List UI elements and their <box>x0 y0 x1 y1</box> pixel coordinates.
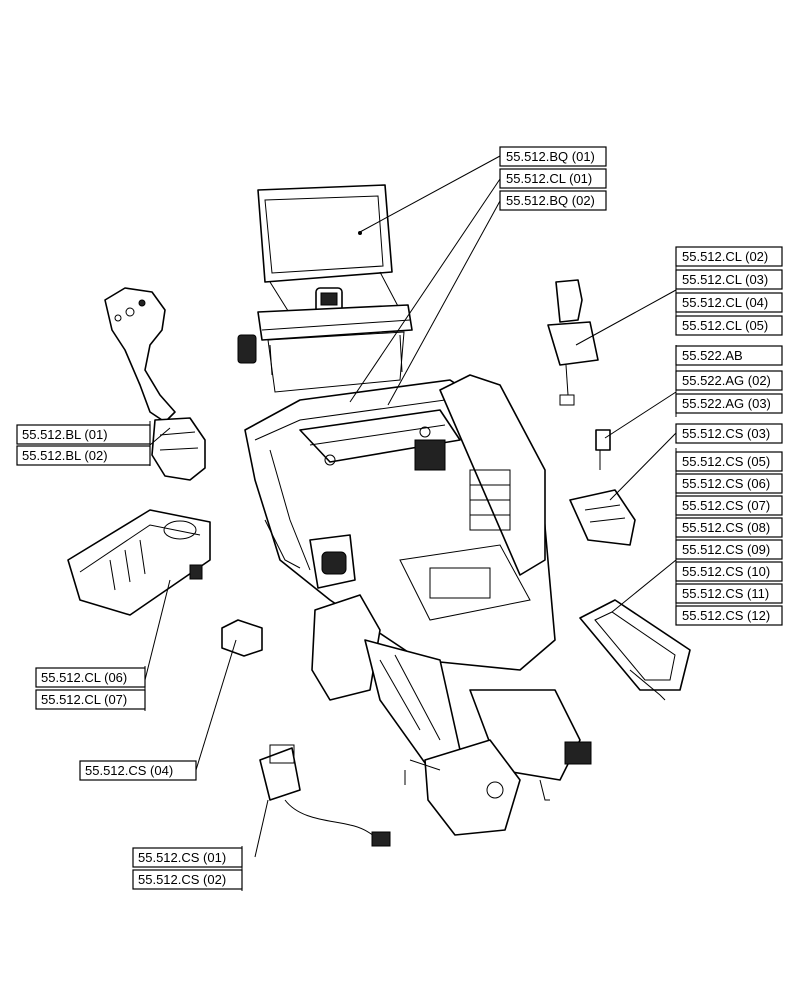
ref-55-512-cs-07[interactable]: 55.512.CS (07) <box>675 495 783 516</box>
ref-55-512-cs-12[interactable]: 55.512.CS (12) <box>675 605 783 626</box>
display-monitor <box>257 184 401 331</box>
svg-text:55.512.CS (03): 55.512.CS (03) <box>682 426 770 441</box>
svg-text:55.512.CS (10): 55.512.CS (10) <box>682 564 770 579</box>
ref-55-512-cl-02[interactable]: 55.512.CL (02) <box>675 246 783 267</box>
svg-text:55.512.CL (06): 55.512.CL (06) <box>41 670 127 685</box>
ref-55-512-cl-01[interactable]: 55.512.CL (01) <box>499 168 607 189</box>
svg-text:55.512.CL (05): 55.512.CL (05) <box>682 318 768 333</box>
svg-text:55.512.CS (04): 55.512.CS (04) <box>85 763 173 778</box>
svg-text:55.512.CS (07): 55.512.CS (07) <box>682 498 770 513</box>
ref-55-512-cs-11[interactable]: 55.512.CS (11) <box>675 583 783 604</box>
svg-text:55.512.CS (02): 55.512.CS (02) <box>138 872 226 887</box>
ref-55-522-ag-03[interactable]: 55.522.AG (03) <box>675 393 783 414</box>
ref-55-512-cs-09[interactable]: 55.512.CS (09) <box>675 539 783 560</box>
svg-text:55.512.CS (09): 55.512.CS (09) <box>682 542 770 557</box>
ref-55-512-cs-02[interactable]: 55.512.CS (02) <box>132 869 243 890</box>
svg-text:55.512.BL (02): 55.512.BL (02) <box>22 448 108 463</box>
control-pad <box>569 489 636 546</box>
ref-55-512-cs-06[interactable]: 55.512.CS (06) <box>675 473 783 494</box>
ref-55-522-ag-02[interactable]: 55.522.AG (02) <box>675 370 783 391</box>
svg-text:55.512.CS (08): 55.512.CS (08) <box>682 520 770 535</box>
svg-text:55.512.CL (07): 55.512.CL (07) <box>41 692 127 707</box>
ref-55-512-bl-01[interactable]: 55.512.BL (01) <box>16 424 151 445</box>
svg-text:55.512.CS (06): 55.512.CS (06) <box>682 476 770 491</box>
svg-text:55.512.BL (01): 55.512.BL (01) <box>22 427 108 442</box>
svg-text:55.512.CL (03): 55.512.CL (03) <box>682 272 768 287</box>
svg-text:55.512.BQ (01): 55.512.BQ (01) <box>506 149 595 164</box>
ref-55-512-cs-01[interactable]: 55.512.CS (01) <box>132 847 243 868</box>
ref-55-512-cl-07[interactable]: 55.512.CL (07) <box>35 689 146 710</box>
svg-text:55.512.CL (02): 55.512.CL (02) <box>682 249 768 264</box>
ref-55-522-ab[interactable]: 55.522.AB <box>675 345 783 366</box>
svg-text:55.512.CS (11): 55.512.CS (11) <box>682 586 769 601</box>
armrest-tray <box>579 599 691 701</box>
ref-55-512-bl-02[interactable]: 55.512.BL (02) <box>16 445 151 466</box>
ref-55-512-cs-05[interactable]: 55.512.CS (05) <box>675 451 783 472</box>
ref-55-512-cl-03[interactable]: 55.512.CL (03) <box>675 269 783 290</box>
multifunction-joystick <box>104 287 206 481</box>
leader-lines <box>144 155 677 858</box>
ref-55-512-bq-02[interactable]: 55.512.BQ (02) <box>499 190 607 211</box>
ref-55-512-cs-10[interactable]: 55.512.CS (10) <box>675 561 783 582</box>
svg-text:55.512.BQ (02): 55.512.BQ (02) <box>506 193 595 208</box>
svg-text:55.512.CS (05): 55.512.CS (05) <box>682 454 770 469</box>
ref-55-512-cs-04[interactable]: 55.512.CS (04) <box>79 760 197 781</box>
ref-55-512-cs-08[interactable]: 55.512.CS (08) <box>675 517 783 538</box>
ref-55-512-cl-04[interactable]: 55.512.CL (04) <box>675 292 783 313</box>
ref-55-512-cl-05[interactable]: 55.512.CL (05) <box>675 315 783 336</box>
base-frame <box>311 594 592 836</box>
sensor-harness <box>259 744 391 847</box>
main-console-body <box>244 374 556 671</box>
ref-55-512-bq-01[interactable]: 55.512.BQ (01) <box>499 146 607 167</box>
svg-text:55.522.AG (02): 55.522.AG (02) <box>682 373 771 388</box>
svg-text:55.522.AG (03): 55.522.AG (03) <box>682 396 771 411</box>
console-assembly <box>67 184 691 847</box>
svg-text:55.512.CL (01): 55.512.CL (01) <box>506 171 592 186</box>
ref-55-512-cl-06[interactable]: 55.512.CL (06) <box>35 667 146 688</box>
ref-55-512-cs-03[interactable]: 55.512.CS (03) <box>675 423 783 444</box>
toggle-switch <box>595 429 611 470</box>
switch-panel <box>67 509 211 616</box>
auxiliary-joystick <box>547 279 599 406</box>
svg-text:55.522.AB: 55.522.AB <box>682 348 743 363</box>
svg-text:55.512.CS (12): 55.512.CS (12) <box>682 608 770 623</box>
svg-text:55.512.CS (01): 55.512.CS (01) <box>138 850 226 865</box>
relay-module <box>221 619 263 657</box>
upper-control-module <box>237 304 413 393</box>
svg-text:55.512.CL (04): 55.512.CL (04) <box>682 295 768 310</box>
